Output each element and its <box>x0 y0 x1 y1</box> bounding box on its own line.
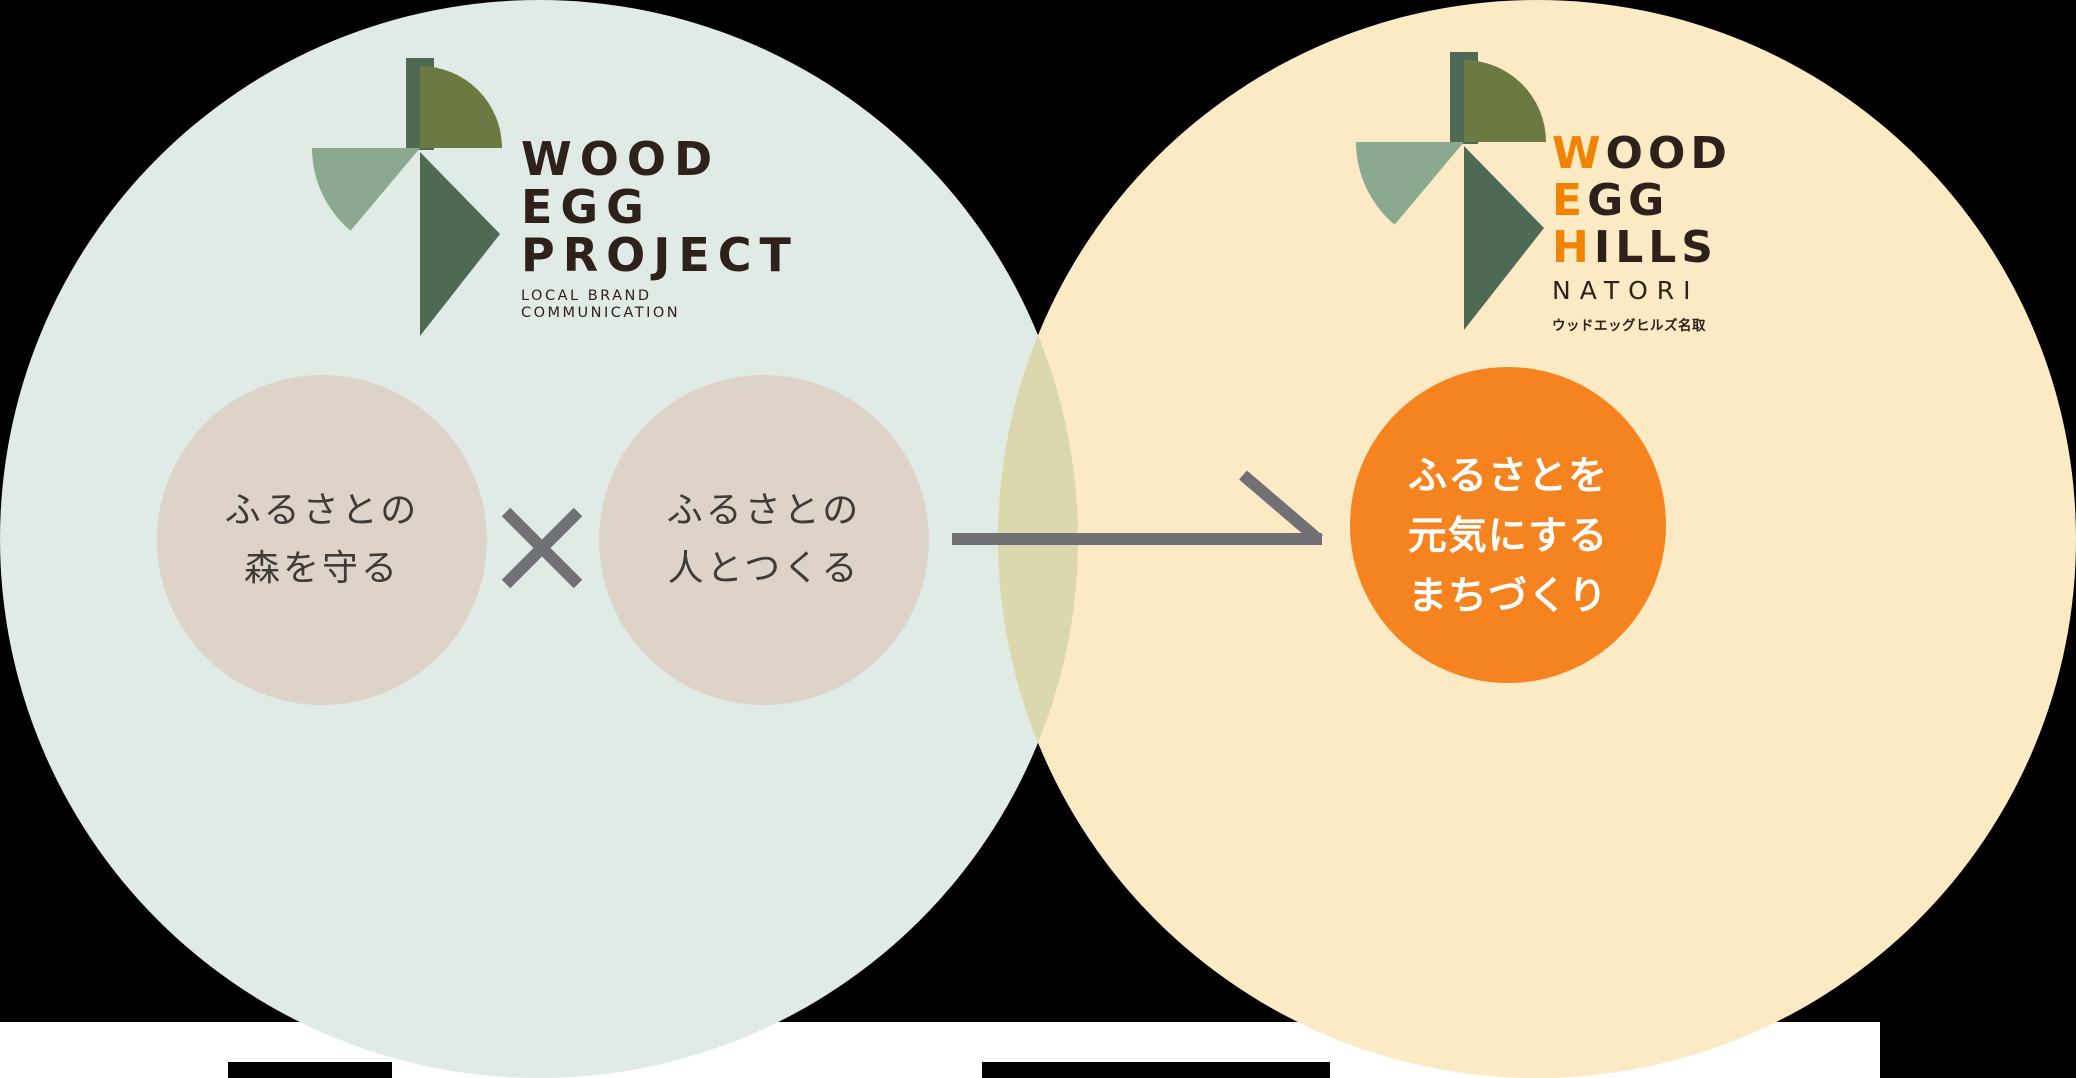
logo-line: WOOD <box>521 132 721 186</box>
bubble-text: ふるさとの 森を守る <box>225 482 420 598</box>
logo-rest: ILLS <box>1593 222 1718 273</box>
logo-line: EGG <box>1552 177 1732 224</box>
logo-line: WOOD <box>1552 130 1732 177</box>
logo-line: PROJECT <box>521 228 799 282</box>
bubble-text-line: ふるさとを <box>1407 454 1608 499</box>
bottom-black-bar-left <box>228 1062 392 1078</box>
bubble-text: ふるさとを 元気にする まちづくり <box>1408 447 1608 627</box>
mark-sage-fan <box>312 148 420 231</box>
wood-egg-project-logo: WOOD EGG PROJECT LOCAL BRAND COMMUNICATI… <box>521 135 799 322</box>
logo-accent-letter: W <box>1552 128 1606 179</box>
input-bubble-forest: ふるさとの 森を守る <box>157 375 487 705</box>
bubble-text-line: 森を守る <box>243 548 400 589</box>
bubble-text-line: まちづくり <box>1407 574 1608 619</box>
logo-subtitle: COMMUNICATION <box>521 305 681 321</box>
logo-accent-letter: E <box>1552 175 1588 226</box>
mark-olive-fan <box>420 66 502 148</box>
bubble-text-line: ふるさとの <box>224 490 420 531</box>
wood-egg-hills-mark-icon <box>1356 52 1546 330</box>
bubble-text-line: ふるさとの <box>666 490 862 531</box>
logo-subtitle: LOCAL BRAND <box>521 288 652 304</box>
bubble-text-line: 元気にする <box>1407 514 1609 559</box>
wood-egg-project-mark-icon <box>312 58 502 336</box>
arrow-right-icon <box>952 470 1323 545</box>
mark-dark-sail <box>1464 146 1544 330</box>
wood-egg-hills-logo: WOOD EGG HILLS NATORI ウッドエッグヒルズ名取 <box>1552 130 1732 334</box>
mark-dark-sail <box>420 152 500 336</box>
logo-subtitle-natori: NATORI <box>1552 276 1700 305</box>
mark-sage-fan <box>1356 142 1464 225</box>
logo-accent-letter: H <box>1552 222 1594 273</box>
mark-olive-fan <box>1464 60 1546 142</box>
logo-line: EGG <box>521 180 652 234</box>
bubble-text-line: 人とつくる <box>667 548 861 589</box>
multiply-icon <box>501 507 583 589</box>
input-bubble-people: ふるさとの 人とつくる <box>599 375 929 705</box>
logo-rest: OOD <box>1605 128 1732 179</box>
logo-line: HILLS <box>1552 224 1732 271</box>
result-bubble-machizukuri: ふるさとを 元気にする まちづくり <box>1350 367 1666 683</box>
multiply-stroke <box>501 507 583 589</box>
logo-caption-japanese: ウッドエッグヒルズ名取 <box>1552 318 1706 334</box>
bottom-black-bar-center <box>982 1062 1330 1078</box>
bubble-text: ふるさとの 人とつくる <box>667 482 862 598</box>
arrow-barb <box>1239 470 1323 545</box>
logo-rest: GG <box>1587 175 1670 226</box>
